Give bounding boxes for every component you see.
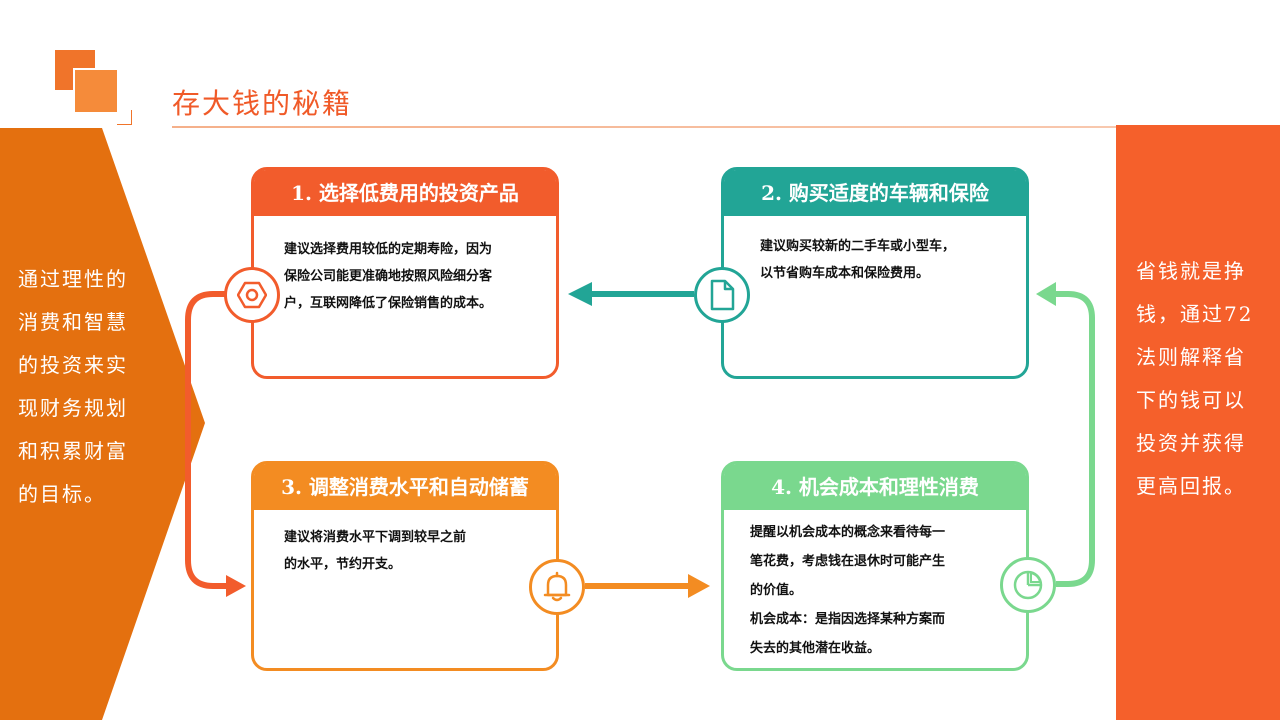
- card-body: 建议选择费用较低的定期寿险，因为 保险公司能更准确地按照风险细分客 户，互联网降…: [284, 236, 492, 317]
- card-line: 以节省购车成本和保险费用。: [760, 266, 930, 281]
- document-icon: [694, 267, 750, 323]
- arrow-head-card3: [226, 575, 246, 597]
- arrow-head-card2: [1036, 282, 1056, 306]
- corner-bracket: [117, 110, 132, 125]
- card-line: 机会成本：是指因选择某种方案而: [750, 612, 946, 627]
- card-line: 失去的其他潜在收益。: [750, 641, 881, 656]
- pie-chart-icon: [1000, 557, 1056, 613]
- card-title: 1. 选择低费用的投资产品: [254, 170, 556, 216]
- left-panel-text: 通过理性的消费和智慧的投资来实现财务规划和积累财富的目标。: [18, 267, 128, 506]
- card-low-cost-investment: 1. 选择低费用的投资产品 建议选择费用较低的定期寿险，因为 保险公司能更准确地…: [251, 167, 559, 379]
- card-line: 笔花费，考虑钱在退休时可能产生: [750, 554, 946, 569]
- card-line: 保险公司能更准确地按照风险细分客: [284, 269, 493, 284]
- card-line: 建议选择费用较低的定期寿险，因为: [284, 242, 493, 257]
- card-opportunity-cost: 4. 机会成本和理性消费 提醒以机会成本的概念来看待每一 笔花费，考虑钱在退休时…: [721, 461, 1029, 671]
- hexagon-nut-icon: [224, 267, 280, 323]
- card-body: 建议将消费水平下调到较早之前 的水平，节约开支。: [284, 524, 466, 578]
- card-body: 提醒以机会成本的概念来看待每一 笔花费，考虑钱在退休时可能产生 的价值。 机会成…: [750, 518, 945, 663]
- right-panel: [1116, 125, 1280, 720]
- arrow-head-card1: [568, 282, 592, 306]
- arrow-card4-to-card2: [1055, 291, 1095, 587]
- card-moderate-vehicle: 2. 购买适度的车辆和保险 建议购买较新的二手车或小型车， 以节省购车成本和保险…: [721, 167, 1029, 379]
- card-title: 3. 调整消费水平和自动储蓄: [254, 464, 556, 510]
- arrow-head-card4: [688, 574, 710, 598]
- arrow-card1-to-card3: [185, 291, 228, 589]
- logo-square-front: [73, 68, 119, 114]
- card-line: 的价值。: [750, 583, 803, 598]
- bell-icon: [529, 559, 585, 615]
- title-divider: [172, 126, 1116, 128]
- card-line: 建议购买较新的二手车或小型车，: [760, 239, 956, 254]
- card-adjust-consumption: 3. 调整消费水平和自动储蓄 建议将消费水平下调到较早之前 的水平，节约开支。: [251, 461, 559, 671]
- card-body: 建议购买较新的二手车或小型车， 以节省购车成本和保险费用。: [760, 233, 955, 287]
- card-line: 建议将消费水平下调到较早之前: [284, 530, 467, 545]
- card-title: 2. 购买适度的车辆和保险: [724, 170, 1026, 216]
- card-title: 4. 机会成本和理性消费: [724, 464, 1026, 510]
- right-panel-text: 省钱就是挣钱，通过72法则解释省下的钱可以投资并获得更高回报。: [1136, 259, 1254, 498]
- card-line: 户，互联网降低了保险销售的成本。: [284, 296, 493, 311]
- card-line: 的水平，节约开支。: [284, 557, 402, 572]
- card-line: 提醒以机会成本的概念来看待每一: [750, 525, 946, 540]
- page-title: 存大钱的秘籍: [172, 87, 353, 120]
